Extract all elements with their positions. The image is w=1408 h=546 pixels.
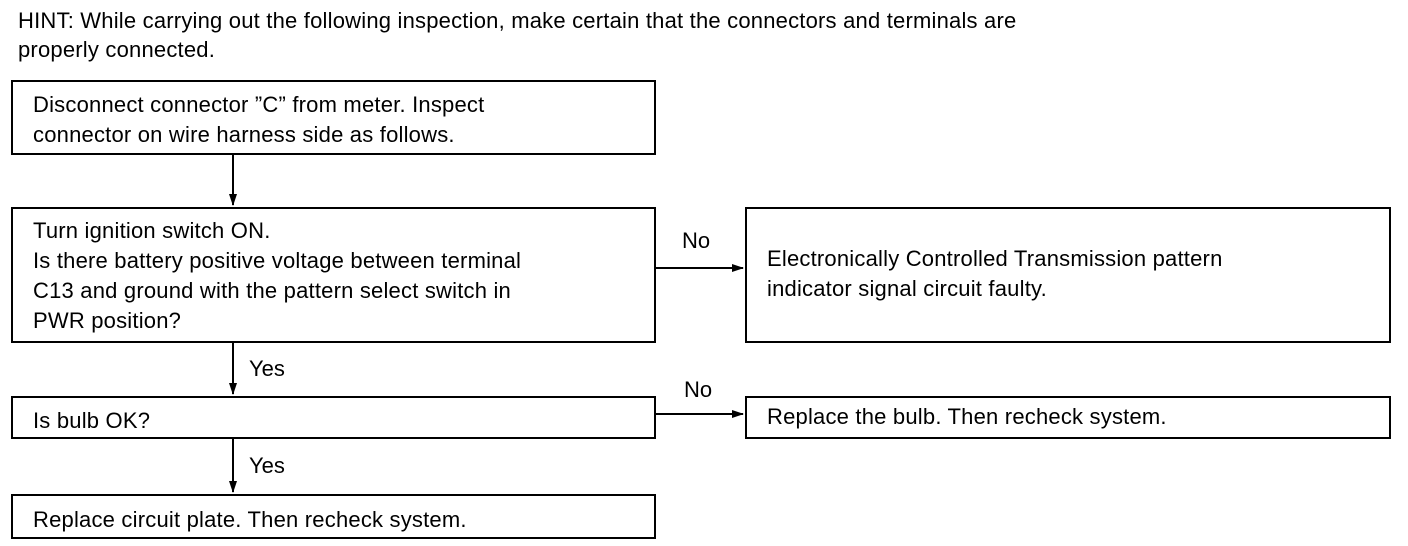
- branch-label-voltage-no: No: [682, 228, 711, 253]
- step-check-bulb: Is bulb OK?: [11, 396, 656, 439]
- result-replace-bulb-text: Replace the bulb. Then recheck system.: [767, 404, 1167, 429]
- branch-label-bulb-yes: Yes: [249, 453, 285, 478]
- step-check-voltage-text: Turn ignition switch ON. Is there batter…: [33, 218, 522, 333]
- step-check-voltage: Turn ignition switch ON. Is there batter…: [11, 207, 656, 343]
- step-disconnect-connector-text: Disconnect connector ”C” from meter. Ins…: [33, 92, 485, 147]
- result-circuit-faulty: Electronically Controlled Transmission p…: [745, 207, 1391, 343]
- step-disconnect-connector: Disconnect connector ”C” from meter. Ins…: [11, 80, 656, 155]
- result-replace-circuit-plate: Replace circuit plate. Then recheck syst…: [11, 494, 656, 539]
- hint-text: HINT: While carrying out the following i…: [18, 8, 1017, 62]
- step-check-bulb-text: Is bulb OK?: [33, 408, 151, 433]
- result-replace-circuit-plate-text: Replace circuit plate. Then recheck syst…: [33, 507, 467, 532]
- branch-label-voltage-yes: Yes: [249, 356, 285, 381]
- result-replace-bulb: Replace the bulb. Then recheck system.: [745, 396, 1391, 439]
- result-circuit-faulty-text: Electronically Controlled Transmission p…: [767, 246, 1223, 301]
- branch-label-bulb-no: No: [684, 377, 713, 402]
